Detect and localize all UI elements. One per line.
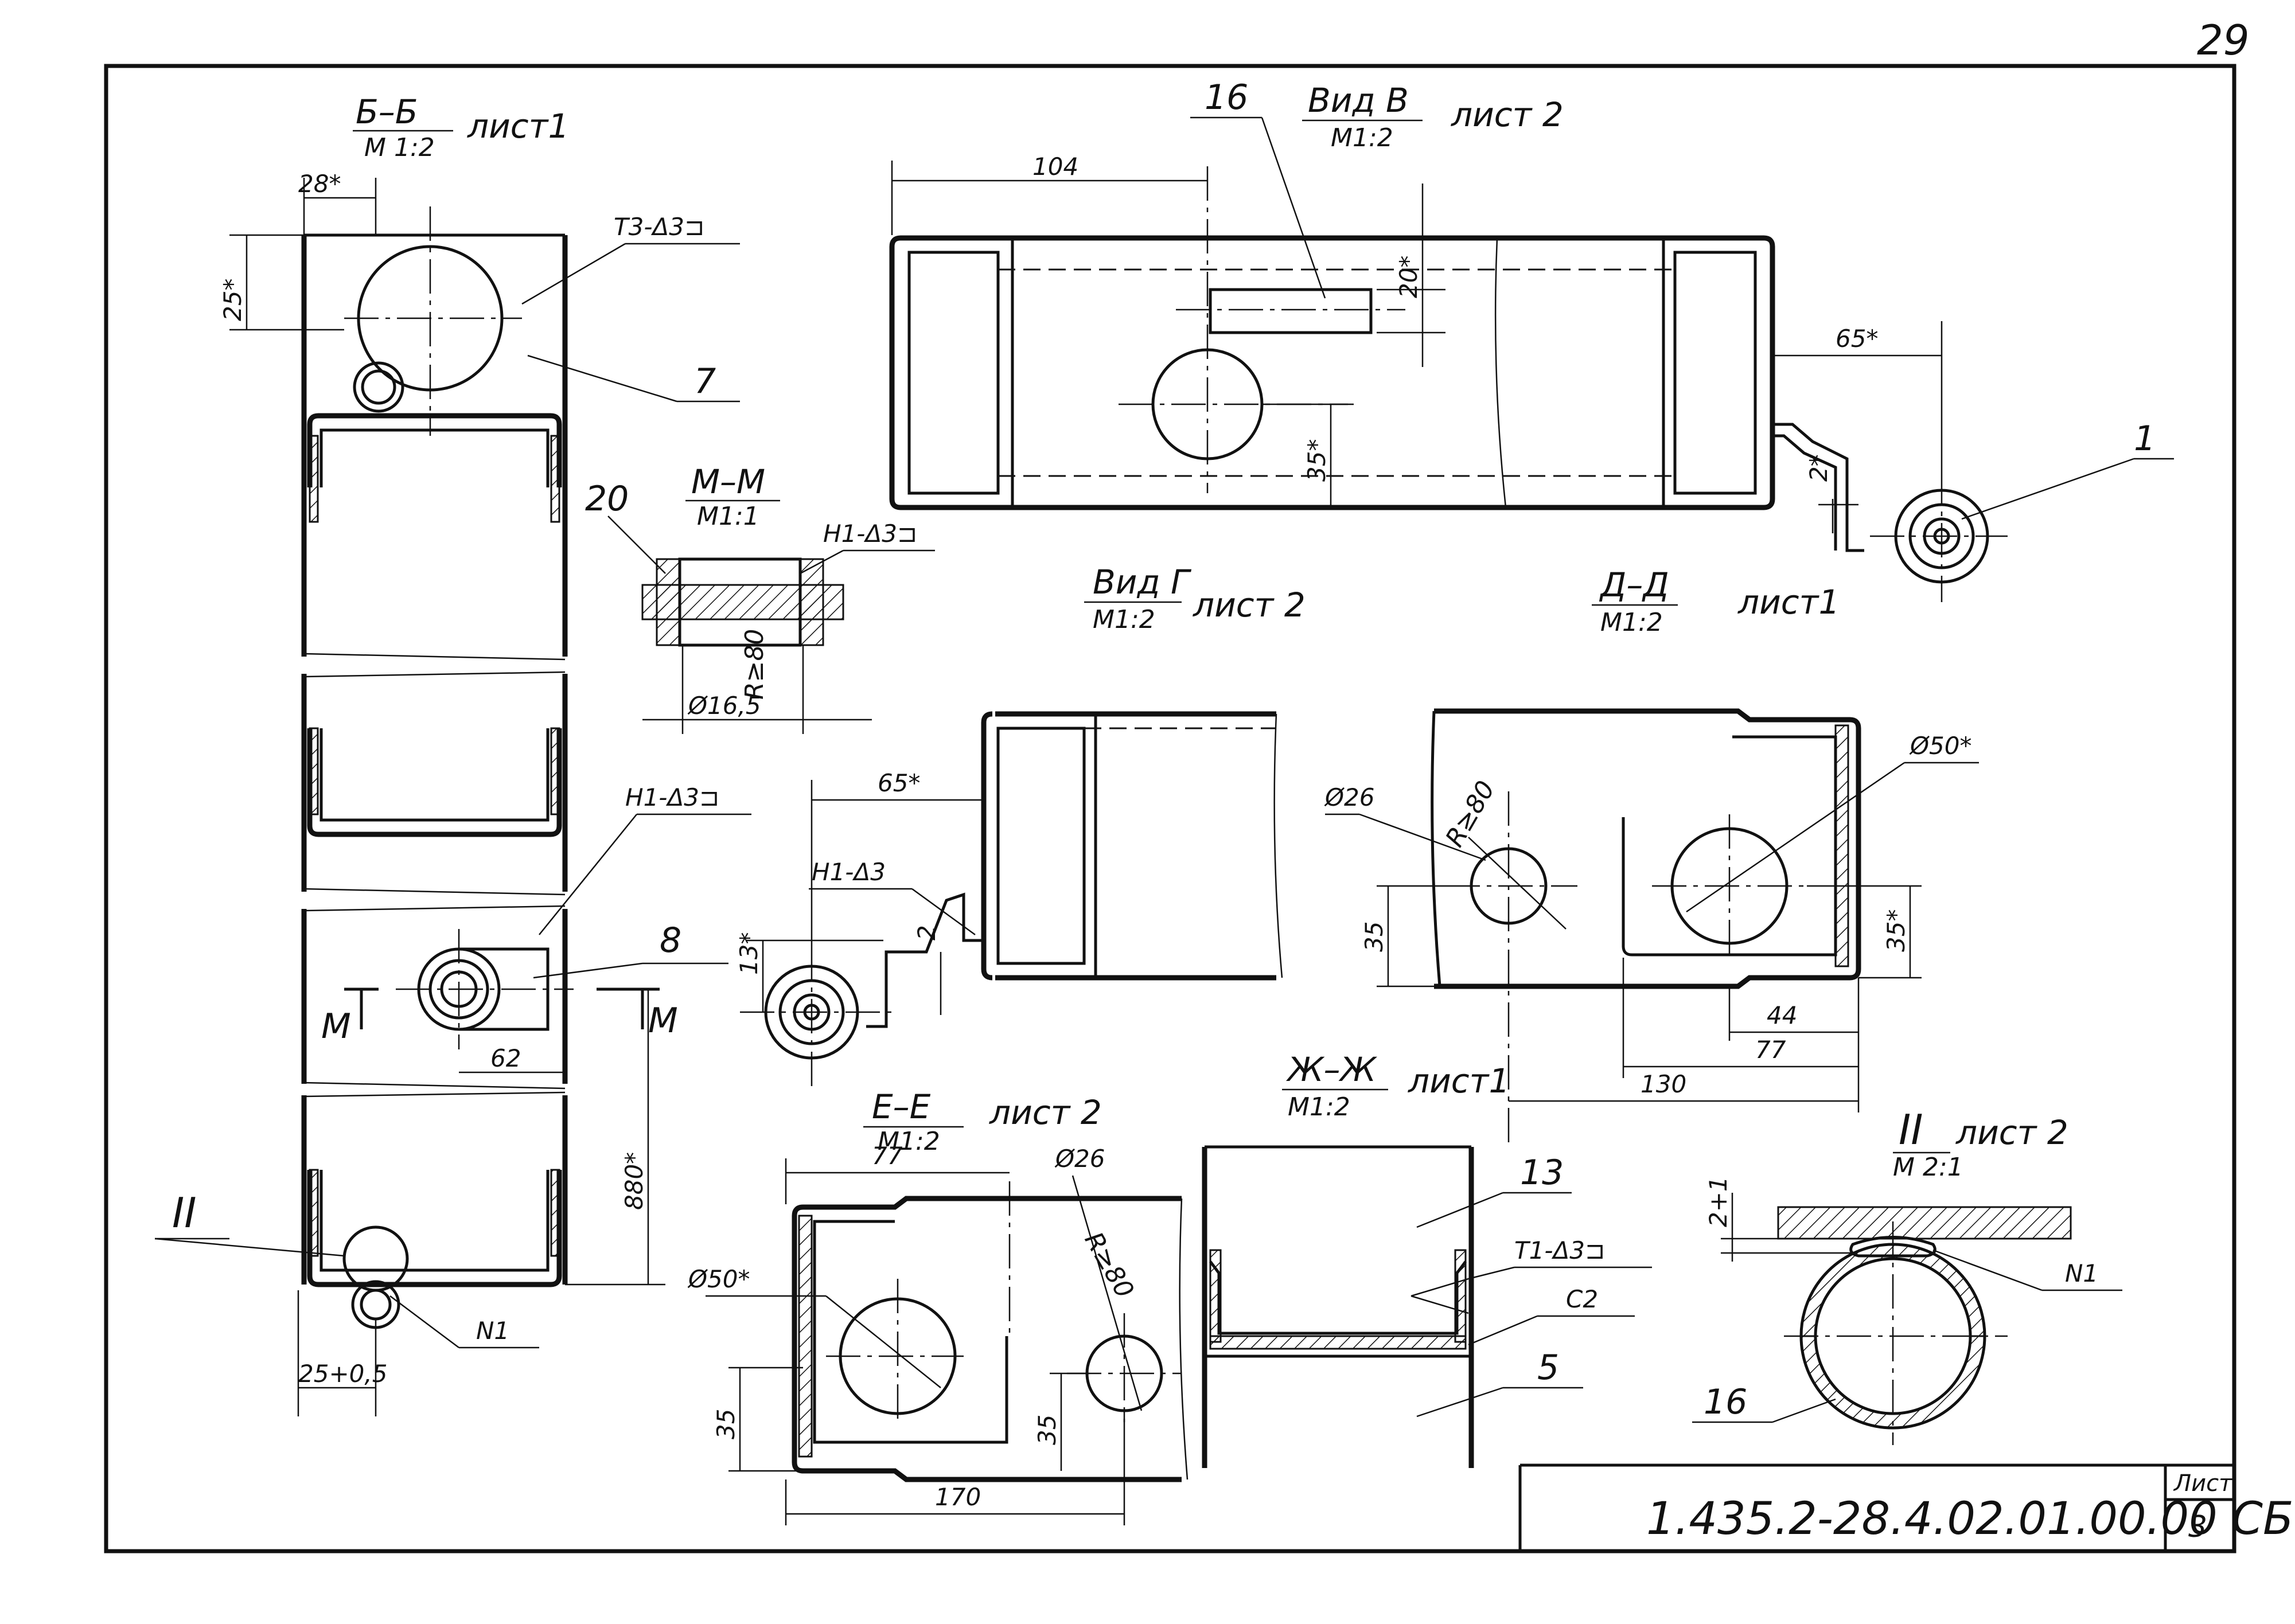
dim-bb-880: 880* xyxy=(620,1152,648,1210)
dim-d-44: 44 xyxy=(1767,1001,1797,1029)
view-vid-v-scale: М1:2 xyxy=(1331,123,1393,153)
weld-t1: Т1-Δ3⊐ xyxy=(1514,1236,1605,1264)
dim-d-r80: R≥80 xyxy=(1440,776,1501,852)
weld-t3: Т3-Δ3⊐ xyxy=(614,213,704,241)
view-vid-g-scale: М1:2 xyxy=(1093,605,1155,634)
view-mm-scale: М1:1 xyxy=(697,502,759,531)
dim-d-130: 130 xyxy=(1641,1070,1686,1098)
weld-h1-g: Н1-Δ3 xyxy=(812,858,886,886)
dim-d-d26: Ø26 xyxy=(1324,783,1375,811)
view-section-tube-joint: 13 Т1-Δ3⊐ С2 5 xyxy=(1202,1145,1652,1468)
drawing-frame xyxy=(104,64,2236,1553)
dim-e-r80: R≥80 xyxy=(1078,1227,1139,1303)
dim-e-d26: Ø26 xyxy=(1054,1145,1105,1173)
dim-bb-28: 28* xyxy=(298,170,341,198)
view-section-bb: Б–Б М 1:2 лист1 xyxy=(154,92,751,1416)
dim-e-35b: 35 xyxy=(1033,1415,1061,1445)
dim-g-65: 65* xyxy=(878,769,920,797)
weld-c2: С2 xyxy=(1566,1285,1598,1313)
weld-n1-bb: N1 xyxy=(476,1317,509,1345)
view-mm-title: М–М xyxy=(691,462,765,501)
view-vid-v-sheet-ref: лист 2 xyxy=(1451,95,1564,134)
view-vid-g: Вид Г М1:2 лист 2 65* 13* 2 Н1-Δ3 xyxy=(735,563,1306,1090)
dim-d-d50: Ø50* xyxy=(1909,732,1972,760)
view-vid-g-sheet-ref: лист 2 xyxy=(1193,585,1306,624)
view-section-zhzh: Ж–Ж М1:2 лист1 xyxy=(1282,1050,1510,1122)
view-ee-sheet-ref: лист 2 xyxy=(989,1093,1102,1132)
weld-n1-det: N1 xyxy=(2065,1259,2098,1287)
cut-label-m-left: М xyxy=(321,1006,351,1047)
view-ee-scale: М1:2 xyxy=(878,1127,940,1156)
view-dd-title: Д–Д xyxy=(1599,565,1669,604)
position-8: 8 xyxy=(660,920,681,961)
view-ee-title: Е–Е xyxy=(872,1087,931,1126)
view-zhzh-scale: М1:2 xyxy=(1288,1092,1350,1122)
dim-bb-25-05: 25+0,5 xyxy=(298,1360,387,1388)
dim-e-77: 77 xyxy=(872,1142,903,1170)
dim-d-77: 77 xyxy=(1755,1036,1786,1064)
view-vid-v-title: Вид В xyxy=(1308,81,1409,120)
tube-inner xyxy=(361,369,396,405)
view-detail-ii: II М 2:1 лист 2 2+1 N1 16 xyxy=(1692,1106,2122,1445)
position-5: 5 xyxy=(1537,1348,1559,1388)
view-section-mm: М–М М1:1 20 Ø16,5 R≥80 Н1-Δ3⊐ xyxy=(585,462,935,734)
dim-g-2: 2 xyxy=(913,925,941,940)
dim-bb-62: 62 xyxy=(490,1044,521,1072)
position-7: 7 xyxy=(694,361,716,401)
position-13: 13 xyxy=(1520,1153,1564,1193)
view-det-ii-sheet-ref: лист 2 xyxy=(1955,1113,2068,1152)
view-zhzh-title: Ж–Ж xyxy=(1286,1050,1377,1089)
dim-mm-d16-5: Ø16,5 xyxy=(687,692,761,720)
dim-e-d50: Ø50* xyxy=(687,1265,750,1293)
tube-outer xyxy=(353,361,404,413)
weld-h1-mm: Н1-Δ3⊐ xyxy=(823,520,917,548)
dim-e-170: 170 xyxy=(935,1483,981,1511)
dim-d-35-star: 35* xyxy=(1882,909,1910,952)
dim-d-35: 35 xyxy=(1360,922,1388,952)
dim-v-65: 65* xyxy=(1836,325,1878,353)
view-vid-g-title: Вид Г xyxy=(1093,563,1192,602)
dim-v-35: 35* xyxy=(1303,439,1331,482)
cut-label-m-right: М xyxy=(648,1001,678,1041)
view-det-ii-scale: М 2:1 xyxy=(1893,1153,1963,1182)
view-dd-scale: М1:2 xyxy=(1600,608,1663,637)
dim-det-2: 2+1 xyxy=(1704,1176,1732,1227)
view-bb-sheet-ref: лист1 xyxy=(467,107,569,146)
detail-ref-ii: II xyxy=(172,1189,196,1237)
dim-e-35a: 35 xyxy=(712,1409,740,1439)
sheet-number: 3 xyxy=(2188,1510,2207,1544)
title-block: 1.435.2-28.4.02.01.00.00 СБ Лист 3 xyxy=(1518,1463,2294,1551)
dim-mm-r80: R≥80 xyxy=(740,629,769,700)
position-16-detail: 16 xyxy=(1704,1382,1747,1422)
position-1: 1 xyxy=(2134,419,2156,459)
view-bb-scale: М 1:2 xyxy=(364,133,435,162)
view-bb-title: Б–Б xyxy=(356,92,418,131)
position-16-vid-v: 16 xyxy=(1205,77,1248,118)
dim-v-20: 20* xyxy=(1394,256,1423,298)
view-section-dd: Д–Д М1:2 лист1 Ø26 R≥80 Ø50* 35 35* 4 xyxy=(1324,565,1979,1147)
page-number: 29 xyxy=(2197,16,2250,64)
view-dd-sheet-ref: лист1 xyxy=(1737,583,1840,622)
document-designation: 1.435.2-28.4.02.01.00.00 СБ xyxy=(1646,1493,2294,1545)
sheet-label: Лист xyxy=(2173,1470,2233,1497)
dim-g-13: 13* xyxy=(735,932,763,975)
dim-v-2: 2* xyxy=(1805,454,1833,482)
view-section-ee: Е–Е М1:2 лист 2 77 Ø26 R≥80 Ø50* 35 35 xyxy=(687,1087,1189,1525)
position-20: 20 xyxy=(585,479,629,519)
view-det-ii-title: II xyxy=(1899,1106,1923,1154)
dim-bb-25: 25* xyxy=(219,279,247,321)
weld-h1-bb: Н1-Δ3⊐ xyxy=(625,783,719,811)
view-vid-v: 16 Вид В М1:2 лист 2 104 xyxy=(889,77,2174,602)
dim-v-104: 104 xyxy=(1032,153,1078,181)
view-zhzh-sheet-ref: лист1 xyxy=(1408,1061,1510,1100)
